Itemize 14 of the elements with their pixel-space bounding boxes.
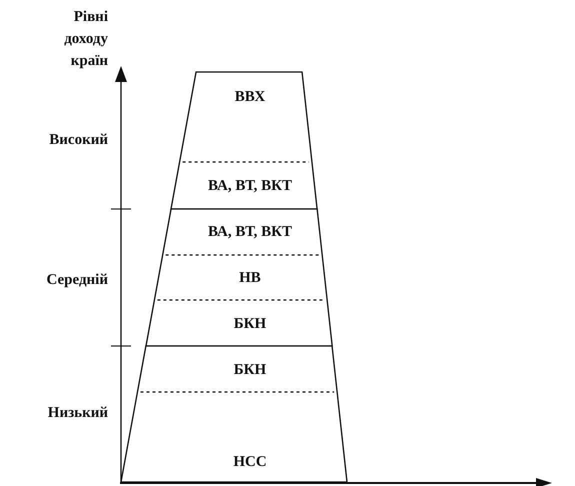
- band-label: ВА, ВТ, ВКТ: [208, 223, 292, 241]
- level-label: Низький: [46, 404, 108, 423]
- income-band: [121, 346, 347, 482]
- income-band: [146, 209, 332, 346]
- band-label: ВВХ: [234, 88, 266, 106]
- level-label: Середній: [45, 271, 108, 290]
- income-band: [170, 72, 318, 209]
- band-label: НВ: [239, 269, 261, 287]
- band-label: НСС: [233, 453, 267, 471]
- band-label: БКН: [234, 315, 266, 333]
- axis-title: Рівні доходу країн: [63, 8, 108, 71]
- band-label: БКН: [234, 361, 266, 379]
- level-label: Високий: [48, 131, 108, 150]
- band-label: ВА, ВТ, ВКТ: [208, 177, 292, 195]
